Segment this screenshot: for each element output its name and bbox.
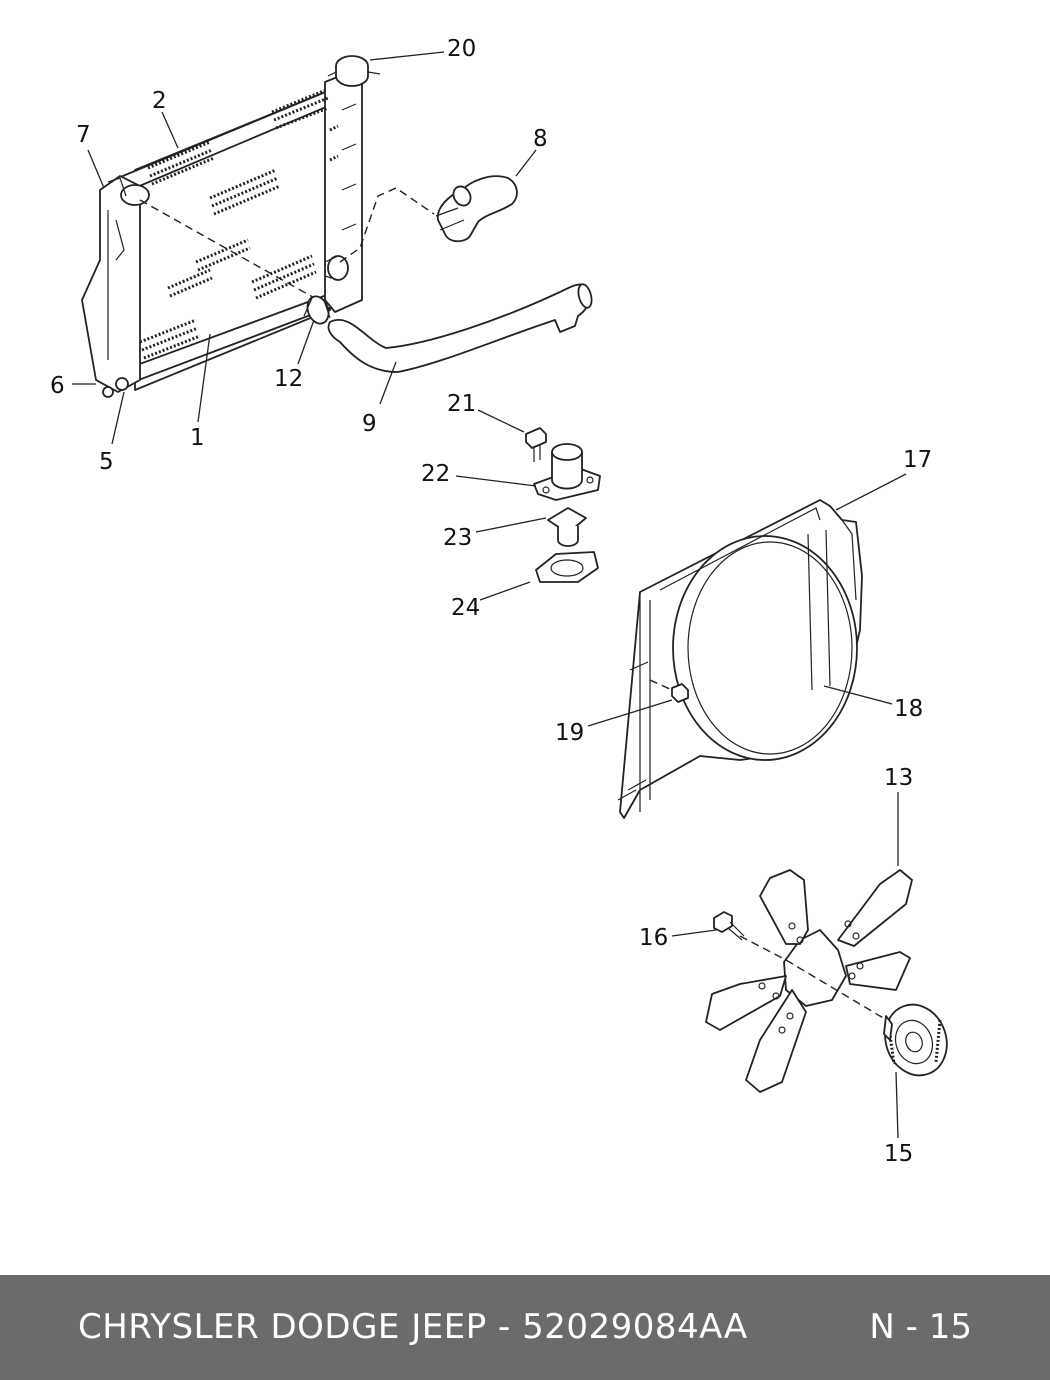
bolt-21 bbox=[525, 427, 547, 462]
footer-title: CHRYSLER DODGE JEEP - 52029084AA bbox=[78, 1307, 748, 1347]
callout-20: 20 bbox=[447, 36, 476, 62]
upper-hose bbox=[435, 175, 518, 243]
callout-8: 8 bbox=[533, 126, 548, 152]
fan-shroud bbox=[617, 499, 863, 819]
callout-labels: 20 2 7 8 6 5 1 12 9 21 22 23 24 17 18 19… bbox=[50, 36, 932, 1167]
callout-2: 2 bbox=[152, 88, 167, 114]
callout-7: 7 bbox=[76, 122, 91, 148]
thermostat-housing bbox=[533, 443, 601, 501]
callout-17: 17 bbox=[903, 447, 932, 473]
callout-12: 12 bbox=[274, 366, 303, 392]
callout-21: 21 bbox=[447, 391, 476, 417]
callout-6: 6 bbox=[50, 373, 65, 399]
callout-23: 23 bbox=[443, 525, 472, 551]
thermostat-gasket bbox=[535, 551, 599, 583]
thermostat bbox=[547, 507, 587, 547]
callout-18: 18 bbox=[894, 696, 923, 722]
callout-13: 13 bbox=[884, 765, 913, 791]
leader-lines bbox=[72, 51, 907, 1139]
callout-15: 15 bbox=[884, 1141, 913, 1167]
shroud-bolt bbox=[649, 679, 689, 703]
callout-9: 9 bbox=[362, 411, 377, 437]
fan-clutch bbox=[883, 1003, 948, 1077]
radiator-cap bbox=[327, 55, 381, 87]
lower-hose bbox=[327, 283, 593, 373]
callout-22: 22 bbox=[421, 461, 450, 487]
footer-bar: CHRYSLER DODGE JEEP - 52029084AA N - 15 bbox=[0, 1275, 1050, 1380]
hose-clamp bbox=[303, 295, 331, 325]
callout-19: 19 bbox=[555, 720, 584, 746]
callout-1: 1 bbox=[190, 425, 205, 451]
fan-bolt bbox=[713, 911, 745, 941]
callout-16: 16 bbox=[639, 925, 668, 951]
footer-page-number: N - 15 bbox=[869, 1307, 972, 1347]
fan-blade bbox=[705, 869, 913, 1093]
callout-5: 5 bbox=[99, 449, 114, 475]
cooling-system-diagram: 20 2 7 8 6 5 1 12 9 21 22 23 24 17 18 19… bbox=[50, 36, 948, 1167]
callout-24: 24 bbox=[451, 595, 480, 621]
radiator bbox=[81, 69, 363, 398]
